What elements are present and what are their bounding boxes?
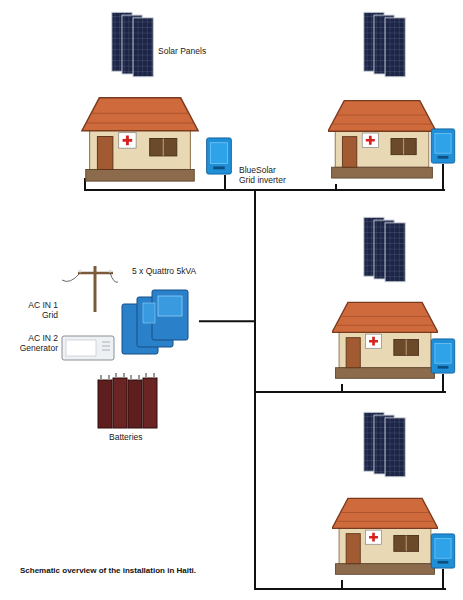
quattro-inverter-stack: 5 x Quattro 5kVA (116, 266, 199, 358)
component-label: Solar Panels (158, 46, 206, 56)
generator (62, 336, 114, 360)
grid-pole: AC IN 1 Grid (18, 262, 118, 324)
component-label: 5 x Quattro 5kVA (132, 266, 196, 276)
bus-wiring (85, 164, 446, 590)
component-label: AC IN 2 Generator (14, 333, 58, 353)
solar-panel-group: Solar Panels (108, 10, 209, 82)
grid-inverters (207, 129, 455, 568)
component-label: BlueSolar Grid inverter (239, 165, 293, 185)
battery-bank (98, 373, 157, 428)
caption-area: Schematic overview of the installation i… (20, 566, 196, 575)
ac-cable (199, 187, 255, 321)
figure-caption: Schematic overview of the installation i… (20, 566, 196, 575)
component-label: Batteries (109, 432, 143, 442)
solar-panels (112, 12, 405, 476)
utility-pole (62, 266, 118, 312)
generator: AC IN 2 Generator (14, 330, 118, 366)
battery-bank: Batteries (92, 368, 164, 448)
quattro-stack (122, 290, 188, 354)
grid-inverter: BlueSolar Grid inverter (203, 136, 303, 187)
clinic-houses (82, 98, 438, 574)
component-label: AC IN 1 Grid (20, 300, 58, 320)
